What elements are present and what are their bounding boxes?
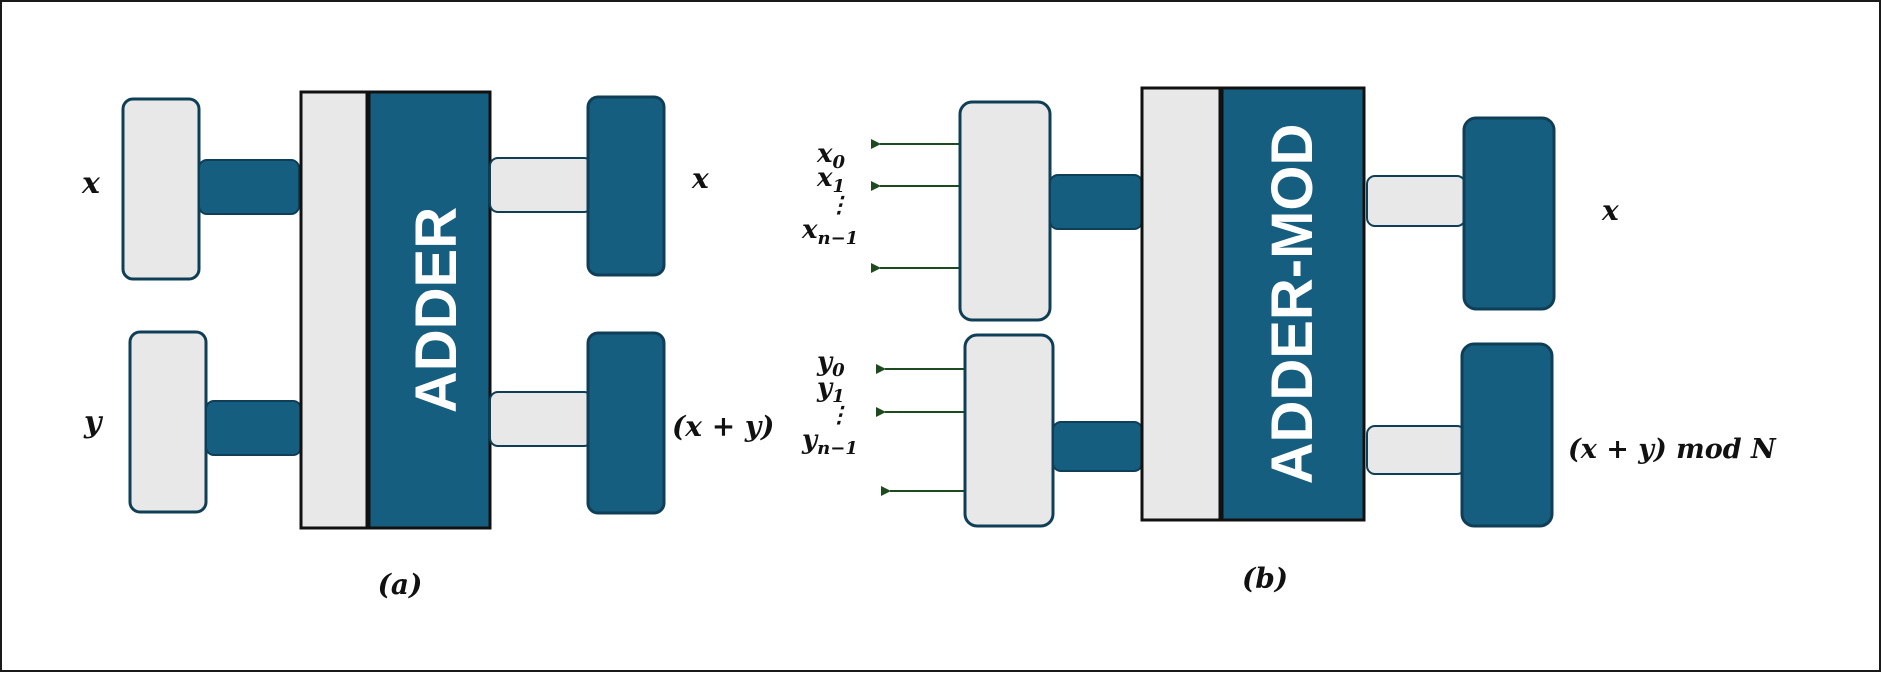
register-y-left-b bbox=[963, 333, 1055, 528]
bit-y-ellipsis: ⋮ bbox=[828, 402, 850, 428]
label-summod-output: (x + y) mod N bbox=[1568, 434, 1777, 465]
register-x-right bbox=[586, 95, 666, 277]
wire-x-left bbox=[198, 159, 300, 215]
wire-x-left-b bbox=[1049, 174, 1143, 230]
register-y-left bbox=[128, 330, 208, 514]
wire-x-right-b bbox=[1366, 175, 1466, 227]
bit-yn1: yn−1 bbox=[801, 425, 858, 459]
bit-y0: y0 bbox=[816, 347, 845, 381]
bit-x-ellipsis: ⋮ bbox=[828, 192, 850, 218]
adder-block-light bbox=[299, 90, 369, 530]
caption-a: (a) bbox=[378, 568, 423, 601]
diagram-a: ADDER x y x (x + y) (a) bbox=[81, 90, 774, 601]
register-sum-right bbox=[586, 331, 666, 515]
addermod-block-light bbox=[1140, 86, 1222, 522]
addermod-block-dark bbox=[1220, 86, 1366, 522]
adder-block-dark bbox=[367, 90, 492, 530]
register-x-right-b bbox=[1462, 116, 1556, 311]
bit-xn1: xn−1 bbox=[801, 215, 858, 249]
bit-y1: y1 bbox=[816, 373, 845, 407]
label-x-output-b: x bbox=[1601, 194, 1619, 227]
label-x-input: x bbox=[81, 166, 101, 201]
adder-label: ADDER bbox=[404, 207, 469, 413]
wire-y-left-b bbox=[1052, 421, 1143, 472]
wire-sum-right bbox=[489, 391, 593, 447]
diagram-b: ADDER-MOD x0 x1 ⋮ xn−1 y0 y1 ⋮ yn−1 x (x… bbox=[801, 86, 1777, 595]
bit-x1: x1 bbox=[816, 163, 845, 197]
register-x-left-b bbox=[958, 100, 1052, 322]
caption-b: (b) bbox=[1242, 562, 1288, 595]
addermod-label: ADDER-MOD bbox=[1260, 124, 1325, 485]
label-y-input: y bbox=[83, 405, 104, 440]
bit-x0: x0 bbox=[816, 139, 846, 173]
label-sum-output: (x + y) bbox=[672, 410, 774, 443]
register-sum-right-b bbox=[1460, 342, 1554, 528]
label-x-output: x bbox=[691, 162, 709, 195]
wire-x-right bbox=[489, 157, 593, 213]
register-x-left bbox=[121, 97, 201, 281]
wire-sum-right-b bbox=[1366, 425, 1466, 475]
wire-y-left bbox=[205, 400, 302, 456]
